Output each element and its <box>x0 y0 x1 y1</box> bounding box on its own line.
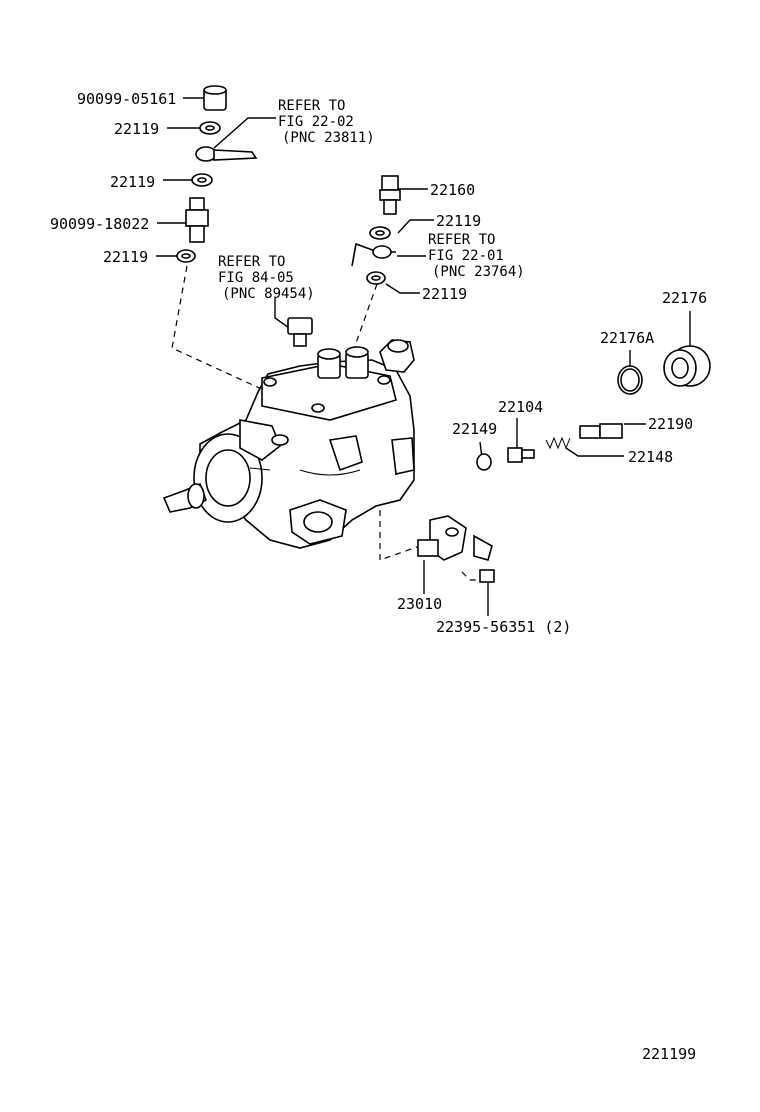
pipe-fitting <box>351 242 396 267</box>
refer-note-line1: REFER TO <box>428 232 495 248</box>
spring-22148 <box>545 436 571 450</box>
refer-note-fig-84-05: REFER TO FIG 84-05 (PNC 89454) <box>218 254 315 302</box>
valve-22190 <box>579 423 623 439</box>
label-90099-05161: 90099-05161 <box>77 90 176 108</box>
refer-note-line3: (PNC 23764) <box>432 264 525 280</box>
refer-note-line3: (PNC 23811) <box>282 130 375 146</box>
refer-note-line2: FIG 84-05 <box>218 270 294 286</box>
label-22119-third: 22119 <box>103 248 148 266</box>
refer-note-fig-22-02: REFER TO FIG 22-02 (PNC 23811) <box>278 98 375 146</box>
label-22119-right-top: 22119 <box>436 212 481 230</box>
label-90099-18022: 90099-18022 <box>50 215 149 233</box>
label-22119-right-bottom: 22119 <box>422 285 467 303</box>
figure-id: 221199 <box>642 1045 696 1063</box>
refer-note-line3: (PNC 89454) <box>222 286 315 302</box>
label-22119-second: 22119 <box>110 173 155 191</box>
plug-22176 <box>663 345 711 387</box>
injection-pump-body <box>162 339 415 549</box>
refer-note-line2: FIG 22-01 <box>428 248 504 264</box>
label-23010: 23010 <box>397 595 442 613</box>
label-22119-top: 22119 <box>114 120 159 138</box>
leader-lines <box>156 97 691 616</box>
washer-22119-right-top <box>369 226 391 240</box>
washer-22119-right-bottom <box>366 271 386 285</box>
nut-22149 <box>476 453 492 471</box>
label-22148: 22148 <box>628 448 673 466</box>
refer-note-line2: FIG 22-02 <box>278 114 354 130</box>
valve-22160 <box>379 175 401 215</box>
bolt-22395-56351 <box>479 569 495 583</box>
label-22190: 22190 <box>648 415 693 433</box>
solenoid-23010 <box>417 515 493 561</box>
washer-22119-second <box>191 173 213 187</box>
label-22395-56351: 22395-56351 (2) <box>436 618 571 636</box>
washer-22119-third <box>176 249 196 263</box>
label-22149: 22149 <box>452 420 497 438</box>
label-22176: 22176 <box>662 289 707 307</box>
label-22176A: 22176A <box>600 329 654 347</box>
refer-note-fig-22-01: REFER TO FIG 22-01 (PNC 23764) <box>428 232 525 280</box>
cap-90099-05161 <box>203 85 227 111</box>
washer-22119-top <box>199 121 221 135</box>
bolt-90099-18022 <box>185 197 209 243</box>
refer-note-line1: REFER TO <box>218 254 285 270</box>
banjo-fitting <box>195 146 258 162</box>
sensor-ref-84-05 <box>287 317 313 347</box>
label-22160: 22160 <box>430 181 475 199</box>
label-22104: 22104 <box>498 398 543 416</box>
screw-22104 <box>507 447 535 463</box>
o-ring-22176A <box>617 365 643 395</box>
refer-note-line1: REFER TO <box>278 98 345 114</box>
